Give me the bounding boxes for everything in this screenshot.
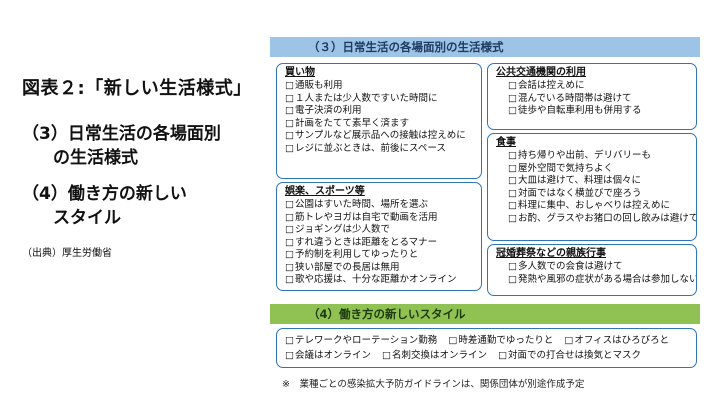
list-item: 通販も利用 — [285, 80, 475, 93]
shopping-title: 買い物 — [285, 67, 315, 78]
left-item-3-line1: （3）日常生活の各場面別 — [22, 124, 221, 144]
leisure-title: 娯楽、スポーツ等 — [285, 186, 365, 197]
list-item: 歌や応援は、十分な距離かオンライン — [285, 274, 475, 287]
list-item: すれ違うときは距離をとるマナー — [285, 237, 475, 250]
transit-box: 公共交通機関の利用 会話は控えめに 混んでいる時間帯は避けて 徒歩や自転車利用も… — [487, 63, 697, 130]
list-item: レジに並ぶときは、前後にスペース — [285, 143, 475, 156]
list-item: 持ち帰りや出前、デリバリーも — [496, 150, 690, 163]
list-item: 狭い部屋での長居は無用 — [285, 262, 475, 275]
list-item: オフィスはひろびろと — [564, 335, 669, 346]
list-item: 徒歩や自転車利用も併用する — [496, 105, 690, 118]
list-item: 多人数での会食は避けて — [496, 261, 690, 274]
list-item: ジョギングは少人数で — [285, 224, 475, 237]
list-item: 発熱や風邪の症状がある場合は参加しない — [496, 274, 696, 287]
leisure-box: 娯楽、スポーツ等 公園はすいた時間、場所を選ぶ 筋トレやヨガは自宅で動画を活用 … — [276, 182, 482, 291]
food-box: 食事 持ち帰りや出前、デリバリーも 屋外空間で気持ちよく 大皿は避けて、料理は個… — [487, 133, 697, 241]
list-item: 対面ではなく横並びで座ろう — [496, 188, 690, 201]
left-item-4-line2: スタイル — [53, 208, 121, 228]
figure-title: 図表２:「新しい生活様式」 — [22, 78, 252, 99]
list-item: 筋トレやヨガは自宅で動画を活用 — [285, 212, 475, 225]
list-item: 対面での打合せは換気とマスク — [498, 350, 641, 361]
list-item: 屋外空間で気持ちよく — [496, 163, 690, 176]
list-item: 予約制を利用してゆったりと — [285, 249, 475, 262]
source-note: （出典）厚生労働省 — [22, 248, 112, 259]
transit-title: 公共交通機関の利用 — [496, 67, 586, 78]
list-item: 公園はすいた時間、場所を選ぶ — [285, 199, 475, 212]
ceremony-box: 冠婚葬祭などの親族行事 多人数での会食は避けて 発熱や風邪の症状がある場合は参加… — [487, 244, 697, 296]
food-title: 食事 — [496, 137, 516, 148]
list-item: 大皿は避けて、料理は個々に — [496, 175, 690, 188]
section3-header: （３）日常生活の各場面別の生活様式 — [270, 37, 700, 57]
list-item: お酌、グラスやお猪口の回し飲みは避けて — [496, 213, 696, 226]
list-item: 時差通勤でゆったりと — [448, 335, 553, 346]
list-item: １人または少人数ですいた時間に — [285, 93, 475, 106]
shopping-box: 買い物 通販も利用 １人または少人数ですいた時間に 電子決済の利用 計画をたてて… — [276, 63, 482, 179]
list-item: 混んでいる時間帯は避けて — [496, 93, 690, 106]
left-item-3: （3）日常生活の各場面別 の生活様式 — [22, 122, 221, 170]
ceremony-title: 冠婚葬祭などの親族行事 — [496, 248, 606, 259]
list-item: 会話は控えめに — [496, 80, 690, 93]
list-item: 電子決済の利用 — [285, 105, 475, 118]
left-item-3-line2: の生活様式 — [53, 148, 138, 168]
footnote: ※ 業種ごとの感染拡大予防ガイドラインは、関係団体が別途作成予定 — [282, 379, 585, 390]
list-item: 会議はオンライン — [285, 350, 371, 361]
list-item: テレワークやローテーション勤務 — [285, 335, 437, 346]
list-item: 計画をたてて素早く済ます — [285, 118, 475, 131]
work-row-1: テレワークやローテーション勤務 時差通勤でゆったりと オフィスはひろびろと — [285, 333, 690, 348]
list-item: 料理に集中、おしゃべりは控えめに — [496, 200, 690, 213]
left-item-4: （4）働き方の新しい スタイル — [22, 182, 187, 230]
list-item: 名刺交換はオンライン — [382, 350, 487, 361]
left-item-4-line1: （4）働き方の新しい — [22, 184, 187, 204]
list-item: サンプルなど展示品への接触は控えめに — [285, 130, 475, 143]
work-row-2: 会議はオンライン 名刺交換はオンライン 対面での打合せは換気とマスク — [285, 348, 690, 363]
work-style-box: テレワークやローテーション勤務 時差通勤でゆったりと オフィスはひろびろと 会議… — [276, 328, 697, 368]
section4-header: （4）働き方の新しいスタイル — [270, 304, 700, 324]
